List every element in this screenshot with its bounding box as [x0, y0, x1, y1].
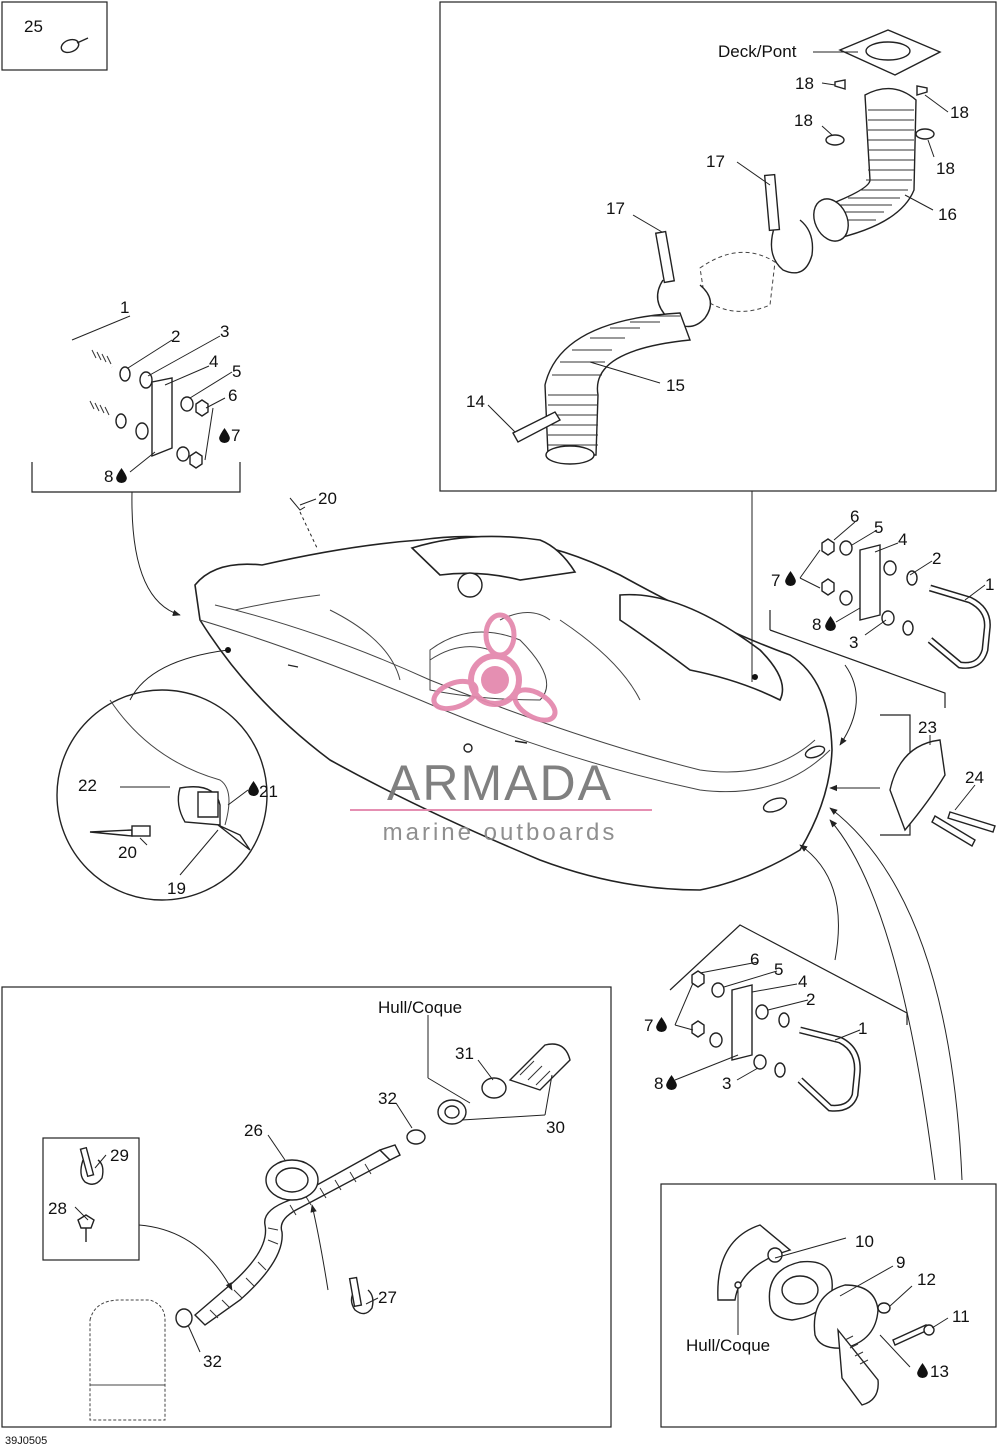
- hull-label-bottom: Hull/Coque: [686, 1336, 770, 1355]
- deck-label: Deck/Pont: [718, 42, 797, 61]
- callout: 8: [104, 467, 113, 486]
- callout: 15: [666, 376, 685, 395]
- u-bolt-assembly-right: [821, 538, 991, 669]
- callout: 21: [259, 782, 278, 801]
- callout: 30: [546, 1118, 565, 1137]
- drain-plug-assembly: [717, 1224, 935, 1406]
- sealant-drop-icon: [219, 428, 230, 443]
- u-bolt-assembly-top-left: [37, 337, 209, 469]
- callout: 31: [455, 1044, 474, 1063]
- callout: 24: [965, 768, 984, 787]
- watermark-brand: ARMADA: [387, 755, 613, 811]
- callout: 18: [794, 111, 813, 130]
- callout: 27: [378, 1288, 397, 1307]
- callout: 19: [167, 879, 186, 898]
- callout: 3: [849, 633, 858, 652]
- callout: 1: [120, 298, 129, 317]
- hull-label-top: Hull/Coque: [378, 998, 462, 1017]
- sealant-drop-icon: [785, 571, 796, 586]
- callout: 18: [950, 103, 969, 122]
- callout: 17: [606, 199, 625, 218]
- callout: 1: [858, 1019, 867, 1038]
- watermark: ARMADA marine outboards: [350, 612, 652, 846]
- watermark-tagline: marine outboards: [383, 819, 618, 846]
- callout: 3: [722, 1074, 731, 1093]
- screw-25-icon: [60, 37, 89, 54]
- callout: 8: [654, 1074, 663, 1093]
- callout: 4: [798, 972, 807, 991]
- frame-clamps: [42, 1137, 140, 1261]
- callout: 18: [936, 159, 955, 178]
- callouts: 25 1 2 3 4 5 6 7 8 14 15 16 17 17 18 18 …: [5, 17, 994, 1447]
- callout: 3: [220, 322, 229, 341]
- frame-drain-plug: [660, 1183, 997, 1428]
- bracket-group-right: [769, 610, 946, 708]
- diagram-code: 39J0505: [5, 1435, 47, 1447]
- sealant-drop-icon: [666, 1075, 677, 1090]
- callout: 5: [774, 960, 783, 979]
- callout: 28: [48, 1199, 67, 1218]
- callout: 17: [706, 152, 725, 171]
- ventilation-assembly: [512, 29, 942, 465]
- callout: 2: [806, 990, 815, 1009]
- callout: 23: [918, 718, 937, 737]
- watermark-propeller-icon: [431, 612, 558, 723]
- callout: 22: [78, 776, 97, 795]
- frame-ventilation: [439, 1, 997, 492]
- callout: 18: [795, 74, 814, 93]
- callout: 5: [874, 518, 883, 537]
- u-bolt-assembly-lower: [691, 970, 861, 1112]
- leader-lines: [71, 51, 986, 1368]
- fender-detail-inset: [56, 689, 268, 901]
- callout: 32: [378, 1089, 397, 1108]
- callout: 5: [232, 362, 241, 381]
- sealant-drop-icon: [116, 468, 127, 483]
- callout: 7: [644, 1016, 653, 1035]
- callout: 16: [938, 205, 957, 224]
- callout: 14: [466, 392, 485, 411]
- callout: 12: [917, 1270, 936, 1289]
- callout: 32: [203, 1352, 222, 1371]
- boat-hull: [194, 535, 833, 891]
- callout: 29: [110, 1146, 129, 1165]
- bracket-group-top-left: [31, 462, 241, 493]
- sealant-drop-icon: [656, 1017, 667, 1032]
- sealant-drop-icon: [825, 616, 836, 631]
- bilge-pump-assembly: [77, 1043, 571, 1421]
- frame-part-25: [1, 1, 108, 71]
- callout: 1: [985, 575, 994, 594]
- callout: 6: [850, 507, 859, 526]
- bracket-group-lower: [669, 924, 908, 1025]
- callout: 2: [932, 549, 941, 568]
- callout: 2: [171, 327, 180, 346]
- frame-bilge-pump: [1, 986, 612, 1428]
- callout: 6: [228, 386, 237, 405]
- callout: 20: [318, 489, 337, 508]
- callout: 4: [209, 352, 218, 371]
- callout: 20: [118, 843, 137, 862]
- callout: 25: [24, 17, 43, 36]
- fender-end-cap-assembly: [889, 739, 996, 847]
- callout: 7: [231, 426, 240, 445]
- callout: 13: [930, 1362, 949, 1381]
- callout: 11: [952, 1307, 970, 1326]
- callout: 9: [896, 1253, 905, 1272]
- callout: 6: [750, 950, 759, 969]
- callout: 4: [898, 530, 907, 549]
- callout: 7: [771, 571, 780, 590]
- callout: 10: [855, 1232, 874, 1251]
- callout: 8: [812, 615, 821, 634]
- sealant-drop-icon: [917, 1363, 928, 1378]
- callout: 26: [244, 1121, 263, 1140]
